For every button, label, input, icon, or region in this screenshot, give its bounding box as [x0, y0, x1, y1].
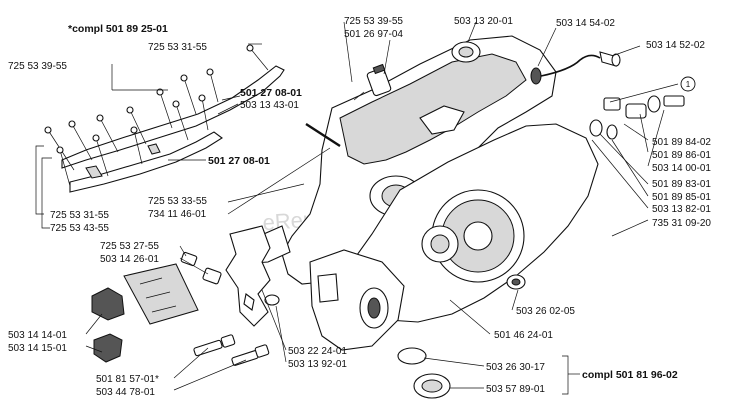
label-503-14-54-02: 503 14 54-02	[556, 18, 615, 29]
leader-lines	[35, 21, 696, 395]
bolt-screw	[193, 334, 236, 357]
callout-circle	[680, 76, 696, 92]
label-501-27-08-01-b: 501 27 08-01	[208, 155, 270, 167]
label-503-14-14-01: 503 14 14-01	[8, 330, 67, 341]
label-725-53-31-55-top: 725 53 31-55	[148, 42, 207, 53]
crankcase-lower-half	[345, 123, 599, 323]
gasket-strip	[61, 65, 285, 193]
label-compl-501-89-25-01: *compl 501 89 25-01	[68, 23, 168, 35]
label-503-26-30-17: 503 26 30-17	[486, 362, 545, 373]
label-503-22-24-01: 503 22 24-01	[288, 346, 347, 357]
screw	[56, 146, 71, 187]
label-725-53-31-55-bottom: 725 53 31-55	[50, 210, 109, 221]
label-503-44-78-01: 503 44 78-01	[96, 387, 155, 398]
screw	[68, 120, 93, 161]
screw	[156, 88, 173, 129]
rubber-pad	[91, 287, 125, 321]
label-503-57-89-01: 503 57 89-01	[486, 384, 545, 395]
label-501-27-08-01-a: 501 27 08-01	[240, 87, 302, 99]
seal-ring	[451, 41, 481, 63]
screw	[180, 74, 197, 115]
label-725-53-33-55: 725 53 33-55	[148, 196, 207, 207]
screw	[126, 106, 147, 145]
label-501-89-83-01: 501 89 83-01	[652, 179, 711, 190]
sleeve-part	[353, 63, 392, 101]
label-501-89-85-01: 501 89 85-01	[652, 192, 711, 203]
label-501-81-57-01: 501 81 57-01*	[96, 374, 159, 385]
screw	[172, 100, 189, 141]
screw	[206, 68, 219, 103]
label-503-14-00-01: 503 14 00-01	[652, 163, 711, 174]
label-725-53-39-55-left: 725 53 39-55	[8, 61, 67, 72]
guide-rod	[305, 122, 341, 148]
screw	[246, 44, 269, 71]
label-725-53-27-55: 725 53 27-55	[100, 241, 159, 252]
oring-seal	[397, 347, 427, 365]
bushing-cluster	[589, 95, 685, 140]
bolt-screw-lower	[231, 344, 270, 366]
label-503-13-92-01: 503 13 92-01	[288, 359, 347, 370]
callout-number: 1	[686, 80, 691, 89]
label-501-89-84-02: 501 89 84-02	[652, 137, 711, 148]
crank-seal	[506, 274, 526, 290]
label-compl-501-81-96-02: compl 501 81 96-02	[582, 369, 678, 381]
label-503-13-43-01: 503 13 43-01	[240, 100, 299, 111]
label-503-14-15-01: 503 14 15-01	[8, 343, 67, 354]
label-503-14-52-02: 503 14 52-02	[646, 40, 705, 51]
rubber-pad-lower	[93, 333, 123, 363]
screw	[130, 126, 143, 165]
washer-ring	[264, 294, 280, 306]
crank-housing	[309, 249, 405, 351]
label-503-14-26-01: 503 14 26-01	[100, 254, 159, 265]
screw	[92, 134, 109, 177]
label-725-53-39-55-top: 725 53 39-55	[344, 16, 403, 27]
label-734-11-46-01: 734 11 46-01	[148, 209, 207, 220]
anti-vibration-plate	[123, 263, 199, 325]
label-735-31-09-20: 735 31 09-20	[652, 218, 711, 229]
bumper-spike	[225, 225, 271, 327]
label-503-13-20-01: 503 13 20-01	[454, 16, 513, 27]
label-503-13-82-01: 503 13 82-01	[652, 204, 711, 215]
screw	[198, 94, 209, 131]
spacer-sleeve	[180, 251, 222, 285]
label-725-53-43-55: 725 53 43-55	[50, 223, 109, 234]
label-501-26-97-04: 501 26 97-04	[344, 29, 403, 40]
label-501-89-86-01: 501 89 86-01	[652, 150, 711, 161]
screw	[96, 114, 119, 153]
label-501-46-24-01: 501 46 24-01	[494, 330, 553, 341]
screw-set	[44, 44, 269, 187]
starter-seal	[413, 373, 451, 399]
label-503-26-02-05: 503 26 02-05	[516, 306, 575, 317]
fuel-hose	[530, 51, 621, 85]
